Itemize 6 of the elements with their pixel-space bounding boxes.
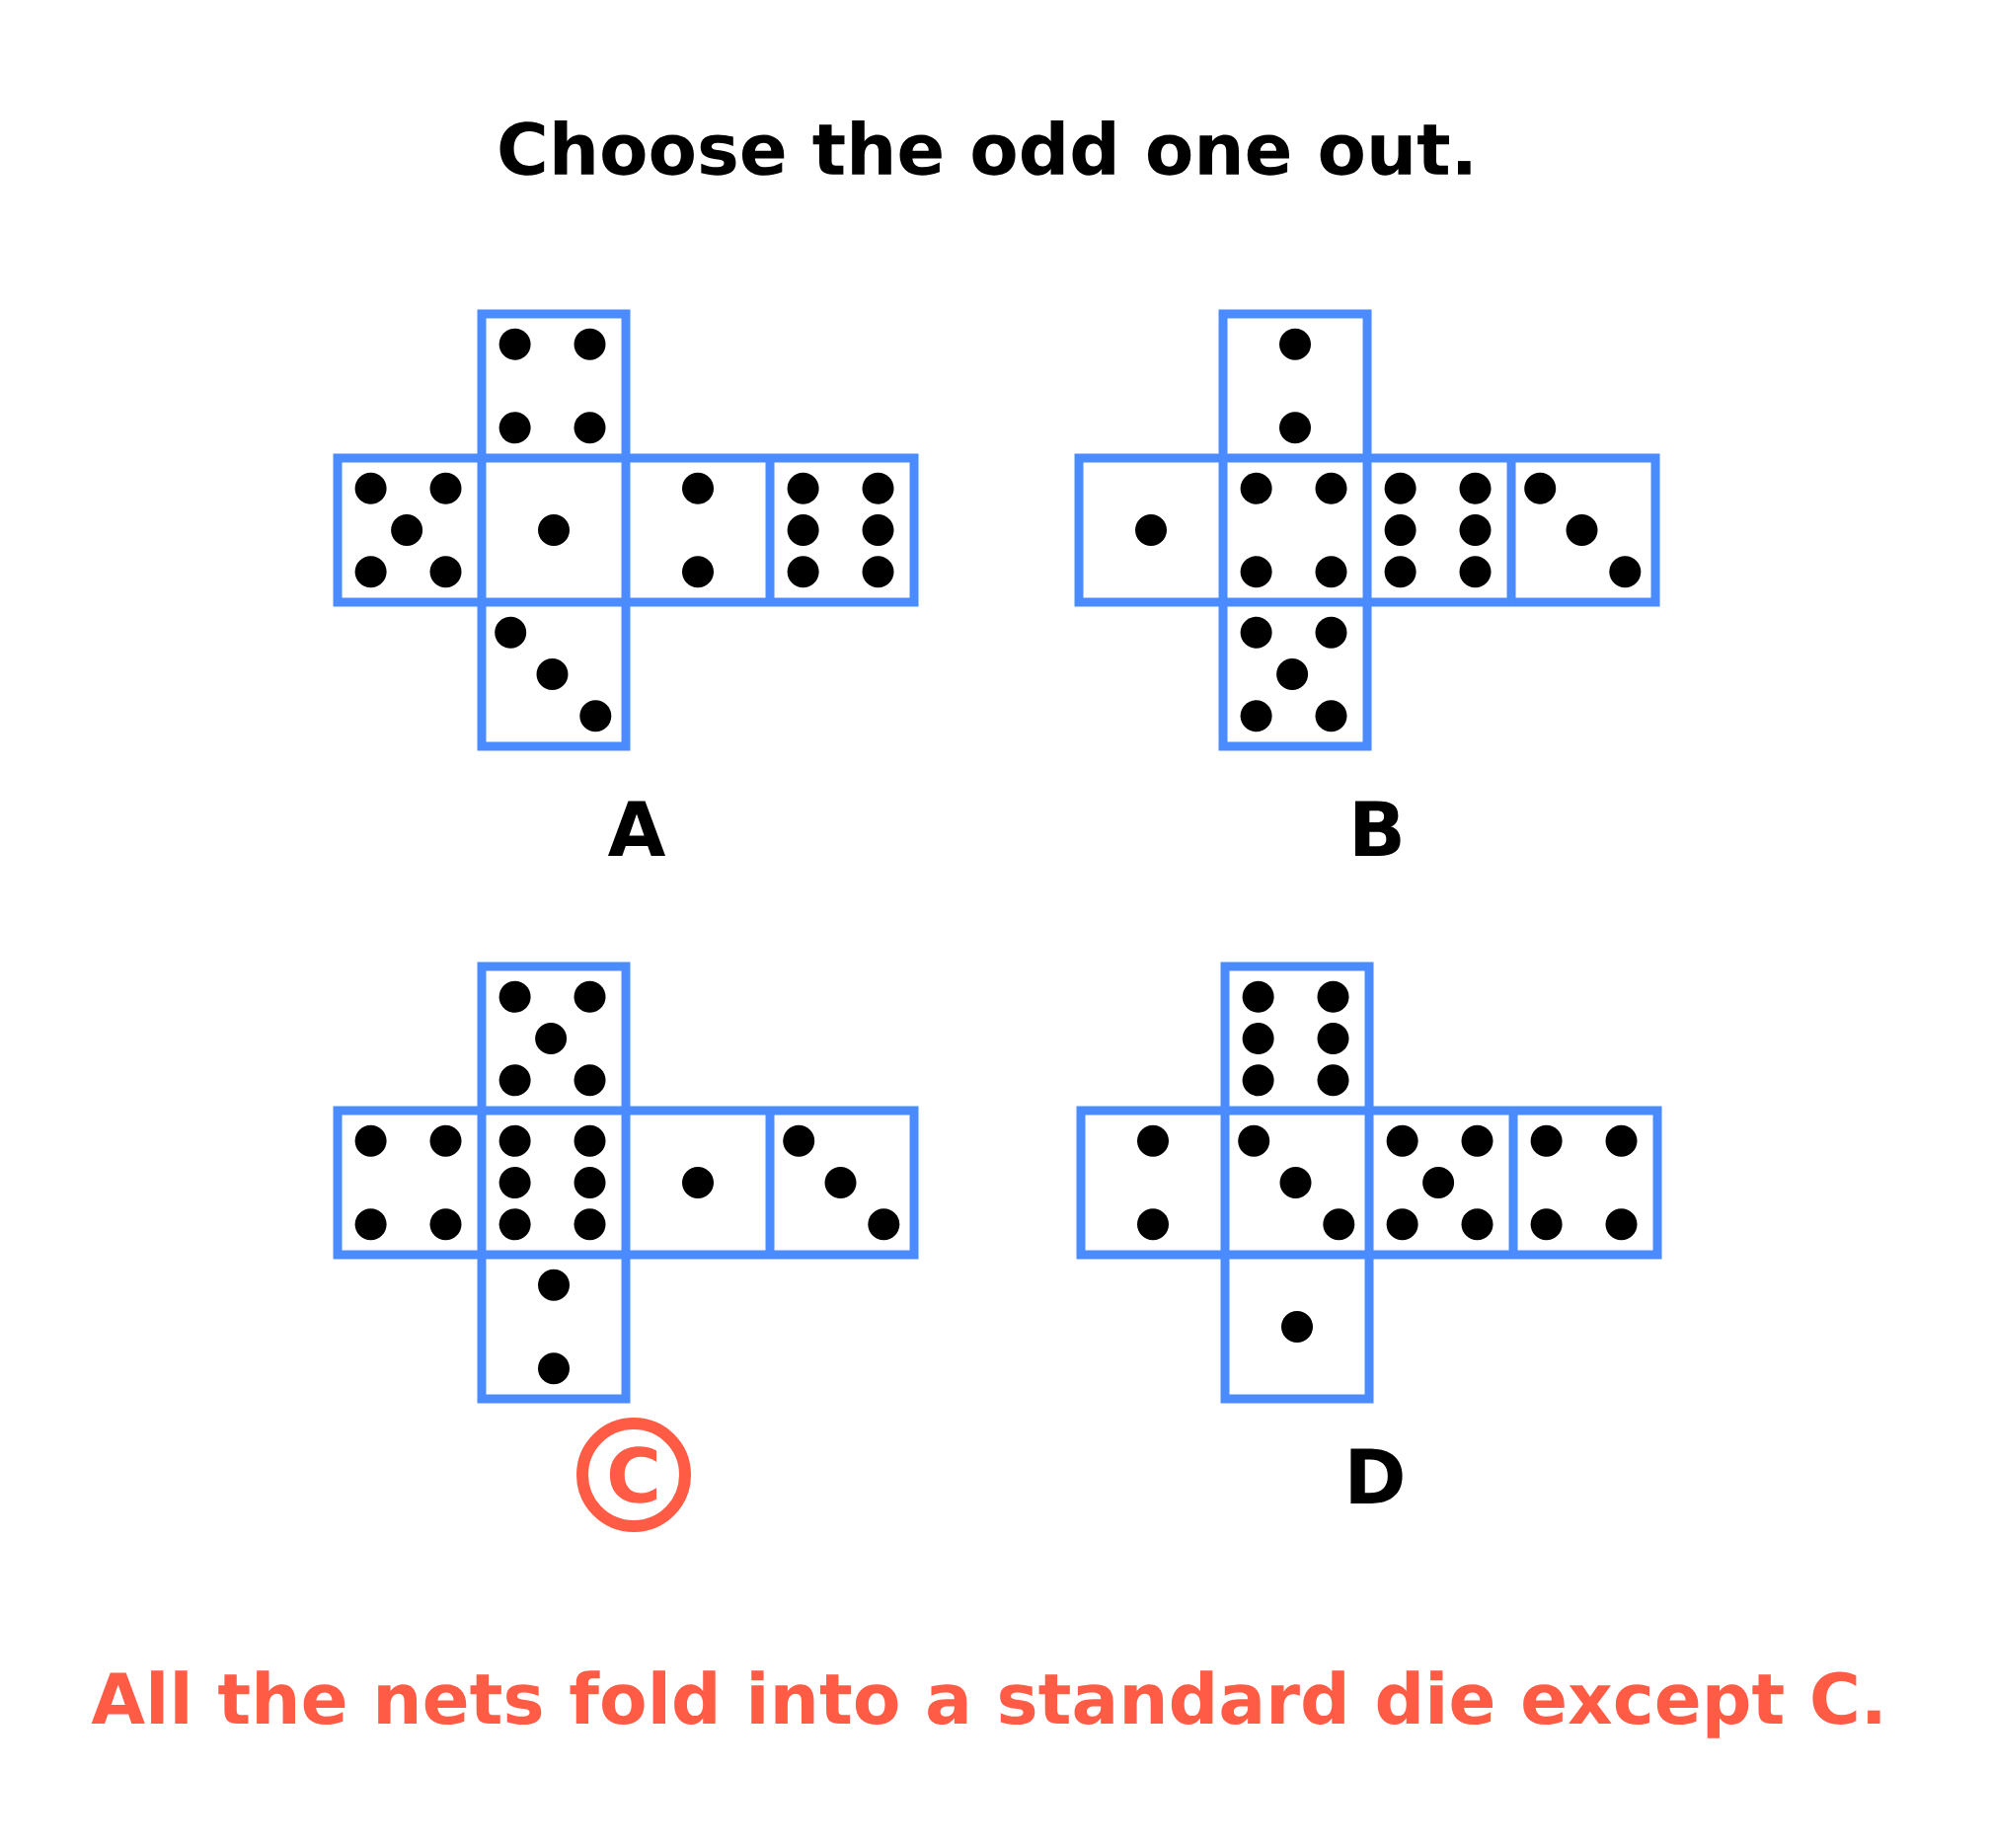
caption: All the nets fold into a standard die except C.	[91, 1670, 1880, 1738]
option-letter: D	[1350, 1448, 1403, 1503]
option-letter: B	[1355, 801, 1401, 856]
option-letter: A	[608, 801, 666, 856]
circled-letter: C	[576, 1418, 691, 1532]
title: Choose the odd one out.	[499, 120, 1471, 176]
